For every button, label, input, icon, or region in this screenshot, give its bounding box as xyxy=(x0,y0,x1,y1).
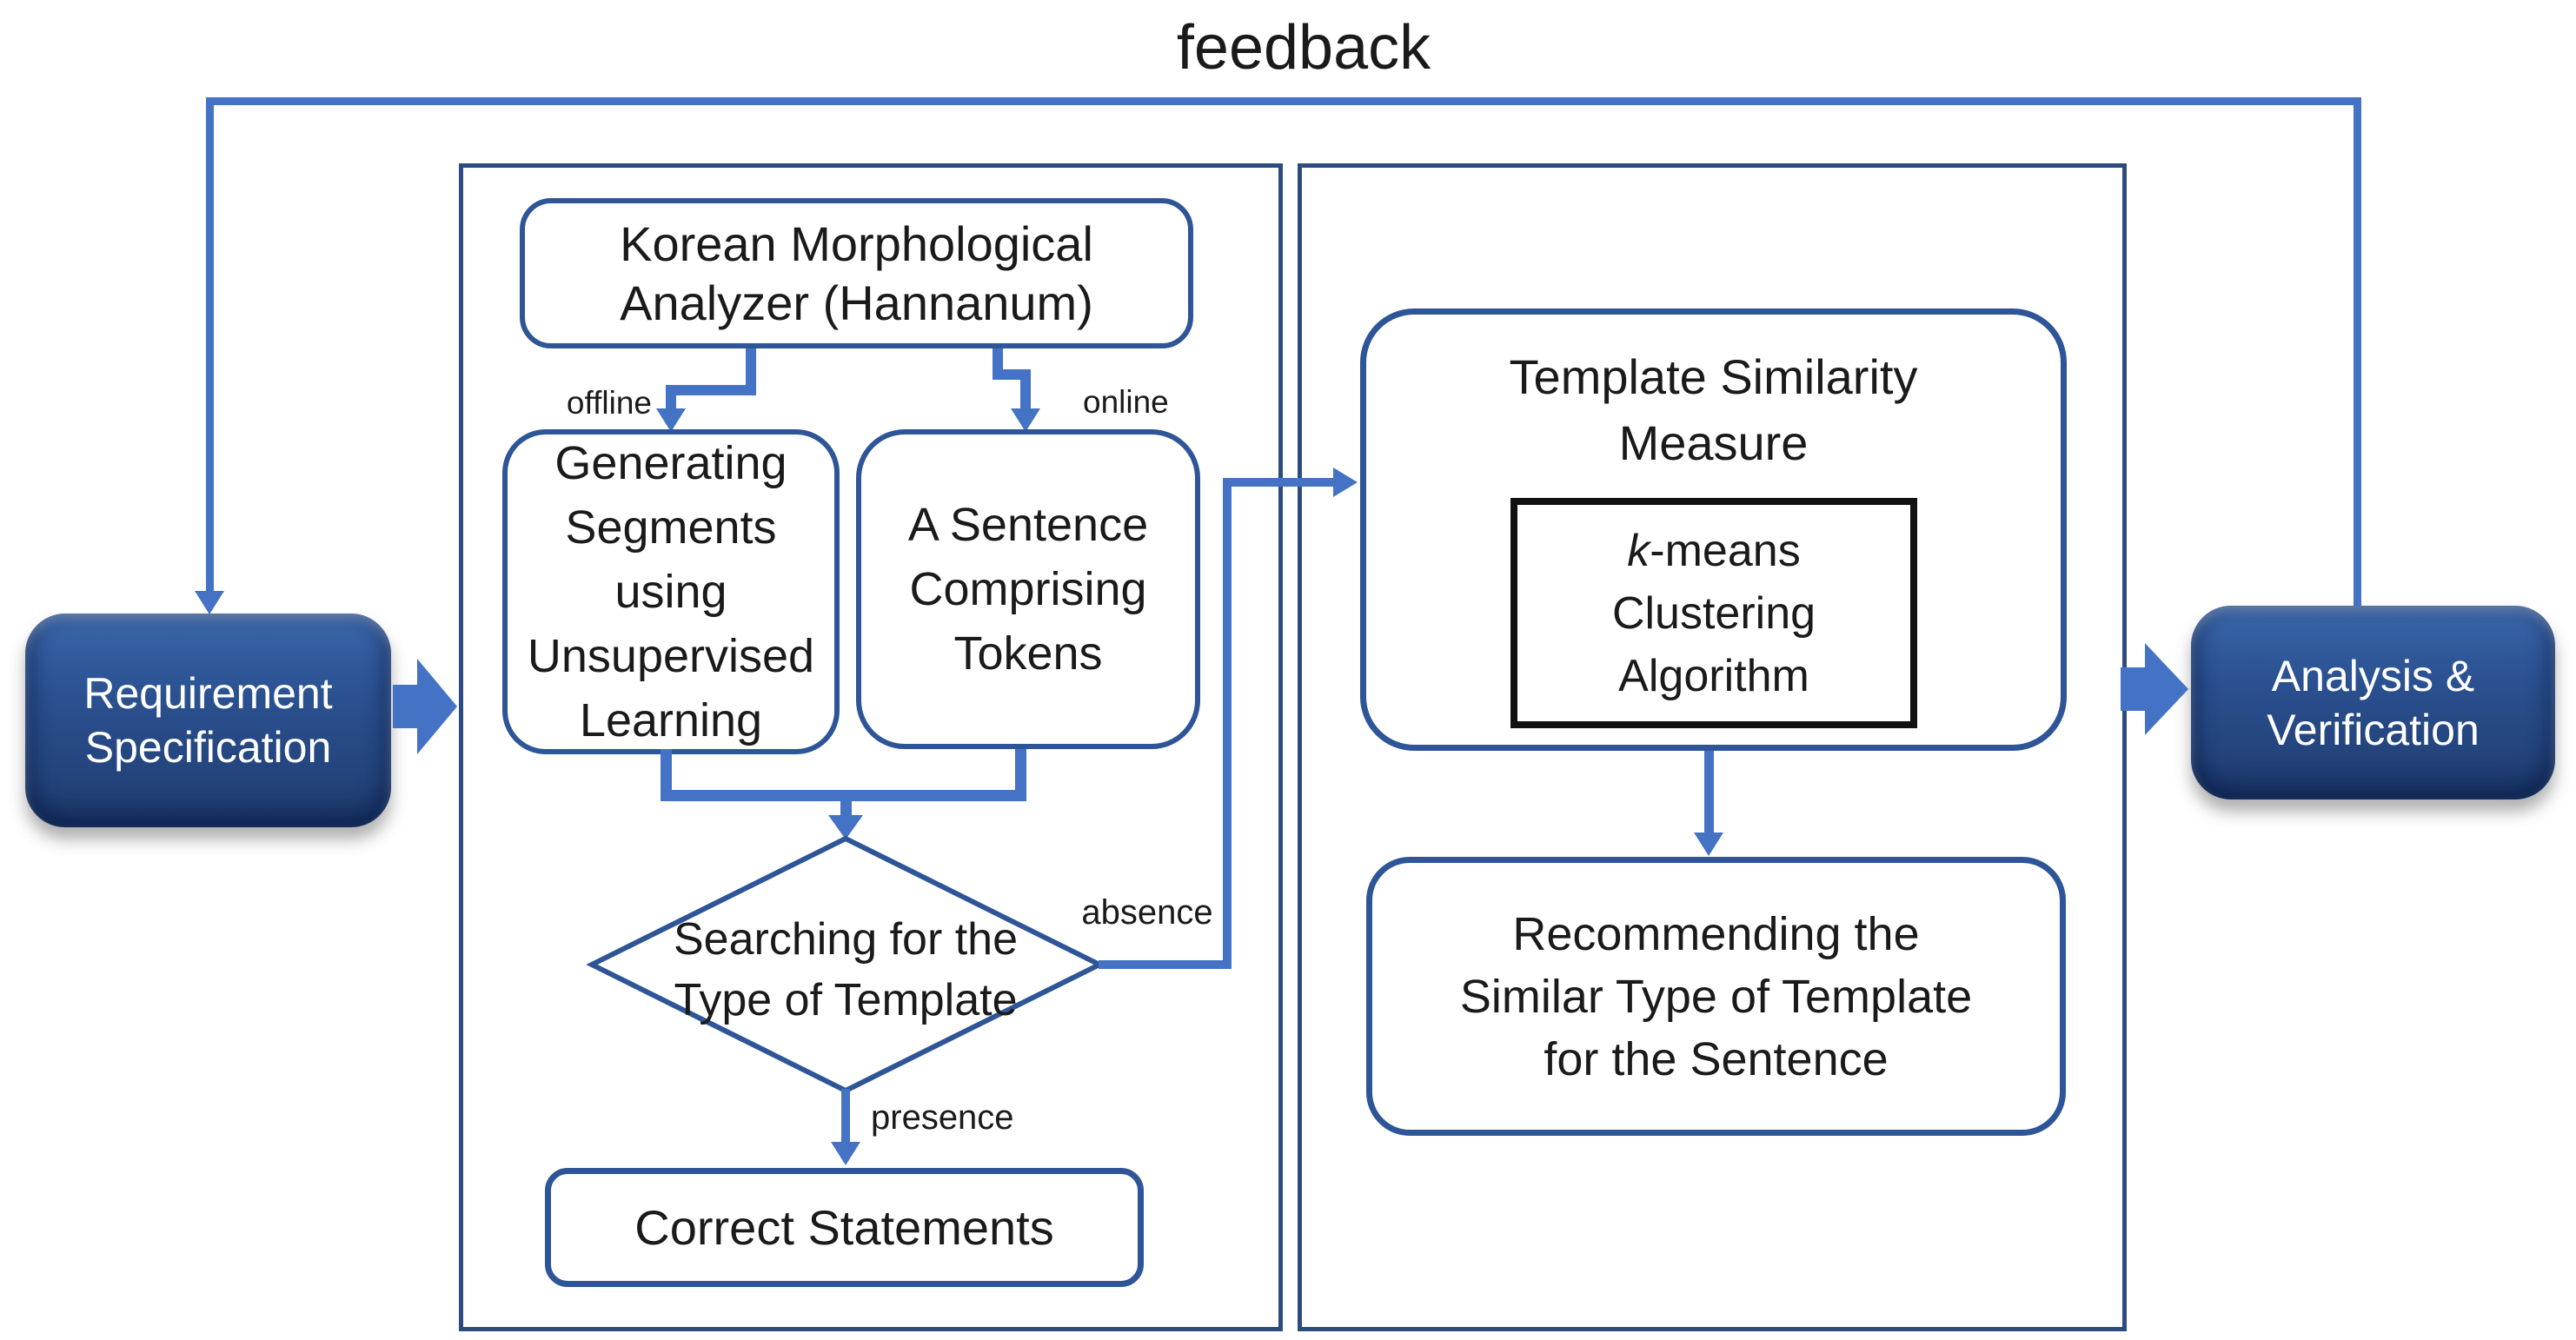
template-measure-line2: Measure xyxy=(1618,415,1809,470)
offline-label: offline xyxy=(566,385,652,421)
absence-seg2 xyxy=(1223,478,1232,969)
korean-morphological-analyzer-box: Korean Morphological Analyzer (Hannanum) xyxy=(520,198,1193,348)
online-arrowhead-icon xyxy=(1011,408,1040,432)
presence-seg xyxy=(841,1089,850,1145)
kmeans-rest: -means xyxy=(1650,525,1801,576)
kmeans-line2: Clustering xyxy=(1611,587,1816,639)
absence-label: absence xyxy=(1081,893,1213,932)
online-elbow-seg3 xyxy=(1020,369,1031,410)
correct-statements-label: Correct Statements xyxy=(634,1200,1054,1255)
decision-line2: Type of Template xyxy=(674,975,1018,1025)
feedback-line-top xyxy=(206,97,2361,105)
requirement-line2: Specification xyxy=(84,723,332,772)
offline-elbow-seg3 xyxy=(666,385,676,410)
template-measure-text: Template Similarity Measure xyxy=(1360,344,2067,476)
recommending-line2: Similar Type of Template xyxy=(1459,970,1973,1023)
generating-line3: using xyxy=(614,566,727,618)
analysis-line2: Verification xyxy=(2267,705,2480,754)
recommending-line3: for the Sentence xyxy=(1544,1032,1889,1085)
generating-line1: Generating xyxy=(554,437,787,489)
generating-line5: Learning xyxy=(579,694,763,746)
absence-arrowhead-icon xyxy=(1333,468,1358,497)
kma-line1: Korean Morphological xyxy=(620,216,1093,271)
template-to-recommending-seg xyxy=(1704,751,1714,836)
decision-line1: Searching for the xyxy=(673,914,1019,965)
kma-line2: Analyzer (Hannanum) xyxy=(620,275,1093,330)
kmeans-line3: Algorithm xyxy=(1618,650,1809,701)
join-center-stub xyxy=(840,795,852,819)
generating-segments-box: Generating Segments using Unsupervised L… xyxy=(502,429,840,754)
template-to-recommending-arrowhead-icon xyxy=(1694,833,1723,856)
absence-seg1 xyxy=(1099,960,1232,969)
sentence-tokens-box: A Sentence Comprising Tokens xyxy=(856,429,1200,749)
absence-seg3 xyxy=(1223,478,1336,487)
presence-arrowhead-icon xyxy=(831,1142,860,1165)
kmeans-k-italic: k xyxy=(1627,525,1650,576)
template-measure-line1: Template Similarity xyxy=(1509,349,1918,404)
sentence-line3: Tokens xyxy=(953,627,1103,680)
requirement-specification-node: Requirement Specification xyxy=(25,614,391,827)
analysis-verification-node: Analysis & Verification xyxy=(2191,606,2555,799)
join-right-stub xyxy=(1015,749,1026,801)
kmeans-clustering-box: k-means Clustering Algorithm xyxy=(1510,498,1917,728)
requirement-line1: Requirement xyxy=(83,669,333,718)
online-label: online xyxy=(1083,384,1169,420)
join-arrowhead-icon xyxy=(828,815,863,839)
kmeans-line1: k-means xyxy=(1627,520,1800,582)
decision-text: Searching for the Type of Template xyxy=(568,909,1124,1031)
sentence-line2: Comprising xyxy=(909,563,1147,615)
recommendation-to-analysis-block-arrow-icon xyxy=(2121,643,2188,735)
join-left-stub xyxy=(661,749,672,801)
analysis-line1: Analysis & xyxy=(2271,651,2475,700)
generating-line2: Segments xyxy=(565,501,777,554)
offline-elbow-seg2 xyxy=(666,385,756,395)
correct-statements-box: Correct Statements xyxy=(545,1168,1144,1287)
requirement-to-processing-block-arrow-icon xyxy=(393,659,457,754)
recommending-line1: Recommending the xyxy=(1512,907,1920,960)
feedback-arrowhead-icon xyxy=(195,591,224,614)
offline-arrowhead-icon xyxy=(656,408,686,432)
offline-elbow-seg1 xyxy=(746,348,756,395)
generating-line4: Unsupervised xyxy=(527,630,815,682)
presence-label: presence xyxy=(871,1098,1014,1137)
sentence-line1: A Sentence xyxy=(907,499,1149,551)
recommending-template-box: Recommending the Similar Type of Templat… xyxy=(1366,857,2066,1136)
feedback-line-left xyxy=(206,97,214,593)
feedback-line-right xyxy=(2354,97,2361,608)
feedback-label: feedback xyxy=(1176,13,1431,83)
